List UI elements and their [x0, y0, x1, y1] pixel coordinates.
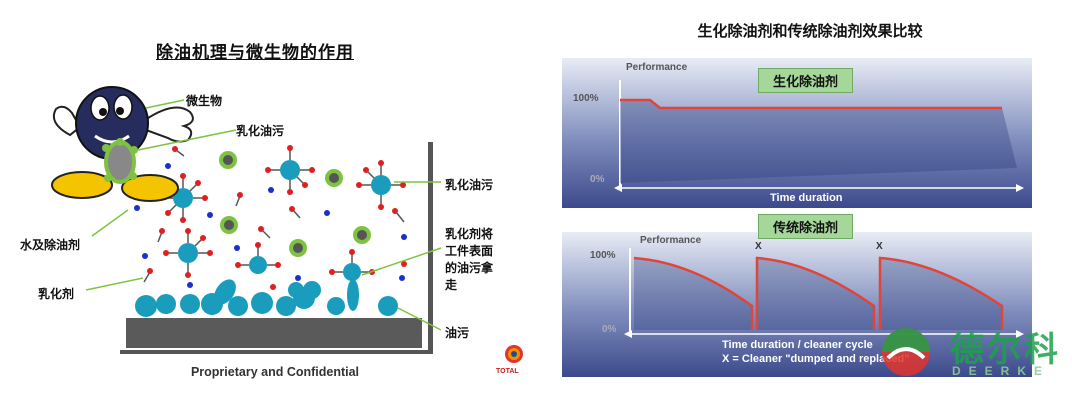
- bottom-chart-curve-1: [633, 256, 754, 330]
- bottom-chart-x-label: Time duration / cleaner cycle: [722, 339, 873, 351]
- label-emulsified-oil-top: 乳化油污: [236, 124, 285, 138]
- workpiece-surface: [126, 318, 422, 348]
- tank-wall: [428, 142, 433, 354]
- top-chart-tag: 生化除油剂: [758, 68, 854, 93]
- micelles: [158, 145, 406, 281]
- bottom-chart-y-axis-label: Performance: [640, 235, 702, 246]
- tank-floor: [120, 350, 433, 354]
- bottom-chart-y-min: 0%: [602, 324, 617, 335]
- label-microbe: 微生物: [186, 94, 223, 108]
- water-dots: [134, 163, 407, 288]
- bottom-chart-svg: [562, 232, 1032, 377]
- leader-lines: [85, 99, 442, 331]
- degreasing-mechanism-diagram: [51, 86, 442, 354]
- bottom-chart-marker-1: X: [755, 241, 762, 252]
- bottom-chart-tag: 传统除油剂: [758, 214, 854, 239]
- digested-particles: [219, 151, 371, 257]
- footer-text: Proprietary and Confidential: [190, 365, 360, 379]
- top-chart-y-max: 100%: [573, 93, 599, 104]
- bottom-chart-panel: [562, 232, 1032, 377]
- total-logo-text: TOTAL: [496, 368, 519, 375]
- bottom-chart-curve-3: [878, 256, 1004, 330]
- bottom-chart-marker-2: X: [876, 241, 883, 252]
- deerke-logo-icon: [882, 328, 930, 376]
- deerke-logo-cn: 德尔科: [950, 330, 1061, 370]
- top-chart-y-axis-label: Performance: [626, 62, 688, 73]
- label-oil: 油污: [445, 326, 470, 340]
- total-logo-icon: [505, 345, 523, 363]
- label-emulsifier-action: 乳化剂将 工件表面 的油污拿 走: [445, 227, 494, 292]
- top-chart-curve: [620, 98, 1002, 110]
- bottom-chart-legend-line: X = Cleaner "dumped and replaced": [722, 353, 910, 365]
- deerke-logo-en: DEERKE: [952, 364, 1051, 378]
- top-chart-y-min: 0%: [590, 174, 605, 185]
- right-title: 生化除油剂和传统除油剂效果比较: [697, 22, 923, 40]
- top-chart-x-label: Time duration: [770, 192, 843, 204]
- microbe-character: [51, 86, 194, 202]
- left-title: 除油机理与微生物的作用: [156, 43, 354, 63]
- label-water-degreaser: 水及除油剂: [20, 238, 81, 252]
- bottom-chart-curve-2: [755, 256, 876, 330]
- label-emulsified-oil-right: 乳化油污: [445, 178, 494, 192]
- label-emulsifier: 乳化剂: [38, 287, 75, 301]
- bottom-chart-y-max: 100%: [590, 250, 616, 261]
